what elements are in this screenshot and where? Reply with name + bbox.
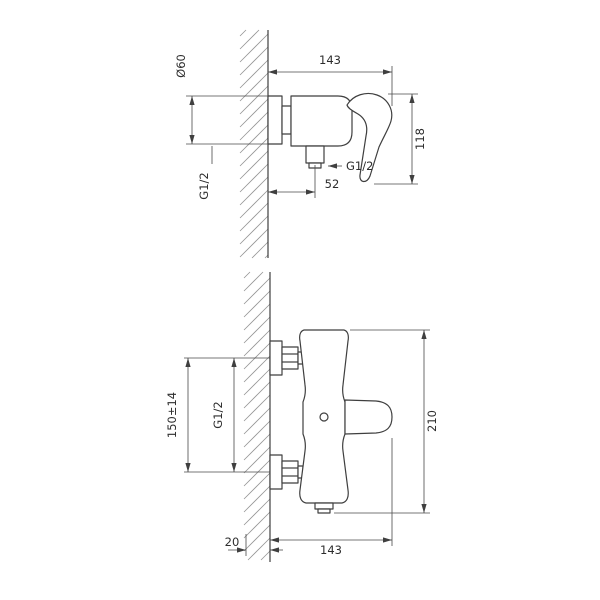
dim-width-label-front: 143 [320,543,342,557]
front-view: 150±14 G1/2 210 143 20 [165,271,439,562]
dim-diameter-label: Ø60 [174,54,188,78]
inlet-nut-side [281,105,292,135]
dim-inlet-thread-label: G1/2 [197,172,211,199]
faucet-side-profile [267,92,393,183]
side-view: 143 Ø60 118 G1/2 52 G1/2 [174,29,427,259]
dim-height-label-side: 118 [413,128,427,150]
handle-lever-front [344,399,393,435]
handle-lever-side [346,92,393,183]
dim-outlet-offset-label: 52 [325,177,340,191]
wall-hatching-front [243,271,271,561]
shower-outlet-collar-front [317,508,331,514]
dim-connection-thread-label: G1/2 [211,401,225,428]
escutcheon-side [267,95,283,145]
lower-wall-connection [269,454,304,490]
dim-wall-offset-label: 20 [225,535,240,549]
upper-wall-connection [269,340,304,376]
body-cap-dot [319,412,329,422]
dim-depth-label-side: 143 [319,53,341,67]
shower-outlet-front [314,502,334,510]
dimension-arrows [185,69,427,553]
dim-height-label-front: 210 [425,410,439,432]
dim-outlet-thread-label: G1/2 [346,159,373,173]
mixer-body-side [290,95,353,147]
shower-outlet-side [305,145,325,164]
dim-connection-spacing-label: 150±14 [165,392,179,438]
faucet-front-profile [299,329,393,514]
